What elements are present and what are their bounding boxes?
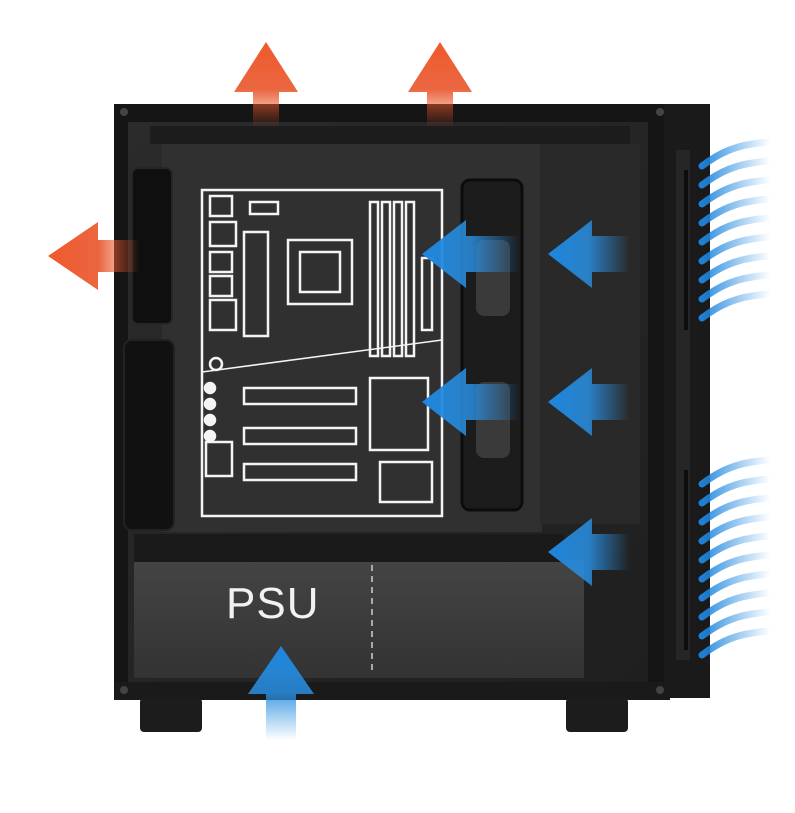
hot-air-arrow-icon — [234, 42, 298, 128]
io-chip-a — [208, 194, 234, 218]
drive-cage-intake-upper — [422, 220, 520, 288]
intake-stream-line — [698, 532, 774, 564]
chipset — [368, 376, 430, 452]
dimm-slot-2 — [380, 200, 392, 358]
pcie-slot-3 — [242, 462, 358, 482]
standoff — [203, 413, 217, 427]
intake-stream-line — [698, 475, 774, 507]
intake-stream-line — [698, 157, 774, 189]
case-base — [114, 682, 670, 700]
intake-stream-line — [698, 494, 774, 526]
pcie-slot-1 — [242, 386, 358, 406]
top-vent — [150, 126, 630, 144]
header-block — [204, 440, 234, 478]
front-intake-stream-icon — [698, 138, 774, 322]
screw — [120, 686, 128, 694]
front-intake-lower — [548, 518, 630, 586]
dimm-slot-4 — [404, 200, 416, 358]
screw — [656, 108, 664, 116]
front-intake-stream-icon — [698, 456, 774, 659]
screw — [656, 686, 664, 694]
psu-shroud-top — [134, 534, 564, 562]
top-front-exhaust-arrow — [234, 42, 298, 128]
foot-left — [140, 698, 202, 732]
front-intake-upper — [548, 220, 630, 288]
dimm-slot-1 — [368, 200, 380, 358]
intake-stream-line — [698, 627, 774, 659]
intake-stream-line — [698, 456, 774, 488]
foot-right — [566, 698, 628, 732]
intake-stream-line — [698, 252, 774, 284]
psu-shroud — [134, 560, 584, 678]
rear-exhaust-arrow — [48, 222, 140, 290]
cpu-socket — [286, 238, 354, 306]
intake-stream-line — [698, 195, 774, 227]
intake-stream-line — [698, 513, 774, 545]
intake-stream-line — [698, 290, 774, 322]
motherboard-outline — [200, 188, 444, 518]
top-rear-exhaust-arrow — [408, 42, 472, 128]
intake-stream-line — [698, 176, 774, 208]
board-edge — [200, 188, 444, 518]
io-port-2 — [208, 250, 234, 274]
intake-stream-line — [698, 608, 774, 640]
cool-air-arrow-icon — [548, 368, 630, 436]
vrm-block — [242, 230, 270, 338]
atx-power-connector — [420, 256, 434, 332]
drive-cage-intake-lower — [422, 368, 520, 436]
intake-stream-line — [698, 233, 774, 265]
io-port-4 — [208, 298, 238, 332]
board-trace — [201, 339, 443, 373]
front-bay — [540, 144, 640, 524]
io-port-1 — [208, 220, 238, 248]
intake-stream-line — [698, 214, 774, 246]
front-intake-middle — [548, 368, 630, 436]
psu-label: PSU — [226, 579, 319, 628]
standoff — [203, 429, 217, 443]
intake-stream-line — [698, 570, 774, 602]
standoff — [203, 381, 217, 395]
cool-air-arrow-icon — [548, 220, 630, 288]
intake-stream-line — [698, 271, 774, 303]
standoff — [203, 397, 217, 411]
intake-stream-line — [698, 589, 774, 621]
hot-air-arrow-icon — [408, 42, 472, 128]
intake-stream-line — [698, 551, 774, 583]
io-port-3 — [208, 274, 234, 298]
screw — [120, 108, 128, 116]
dimm-slot-3 — [392, 200, 404, 358]
intake-stream-line — [698, 138, 774, 170]
cool-air-arrow-icon — [422, 368, 520, 436]
bottom-psu-intake — [248, 646, 314, 740]
sata-block — [378, 460, 434, 504]
hot-air-arrow-icon — [48, 222, 140, 290]
cool-air-arrow-icon — [248, 646, 314, 740]
rear-cable-bundle — [123, 339, 175, 531]
pcie-slot-2 — [242, 426, 358, 446]
drive-cage — [460, 178, 524, 512]
cool-air-arrow-icon — [548, 518, 630, 586]
cpu-socket-inner — [298, 250, 342, 294]
io-chip-b — [248, 200, 280, 216]
cool-air-arrow-icon — [422, 220, 520, 288]
